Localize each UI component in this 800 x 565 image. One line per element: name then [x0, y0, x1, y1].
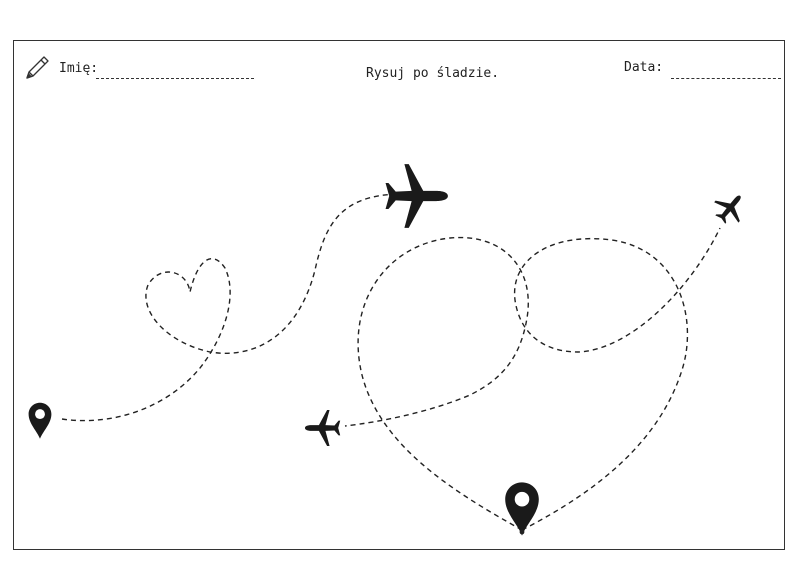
location-pin-icon [505, 482, 539, 536]
worksheet-frame [13, 40, 785, 550]
location-pin-icon [28, 402, 52, 439]
worksheet-title: Rysuj po śladzie. [366, 66, 500, 81]
name-label: Imię: [59, 61, 99, 76]
trace-path-left[interactable] [61, 193, 401, 422]
trace-path-heart[interactable] [344, 236, 529, 531]
airplane-icon [708, 185, 753, 230]
pencil-icon [26, 56, 49, 79]
airplane-icon [385, 164, 448, 228]
date-label: Data: [624, 60, 664, 75]
date-field-line[interactable] [671, 78, 781, 79]
airplane-icon [304, 409, 341, 447]
name-field-line[interactable] [96, 78, 254, 79]
trace-path-heart-right[interactable] [513, 227, 721, 531]
path-end-dot [519, 529, 525, 535]
